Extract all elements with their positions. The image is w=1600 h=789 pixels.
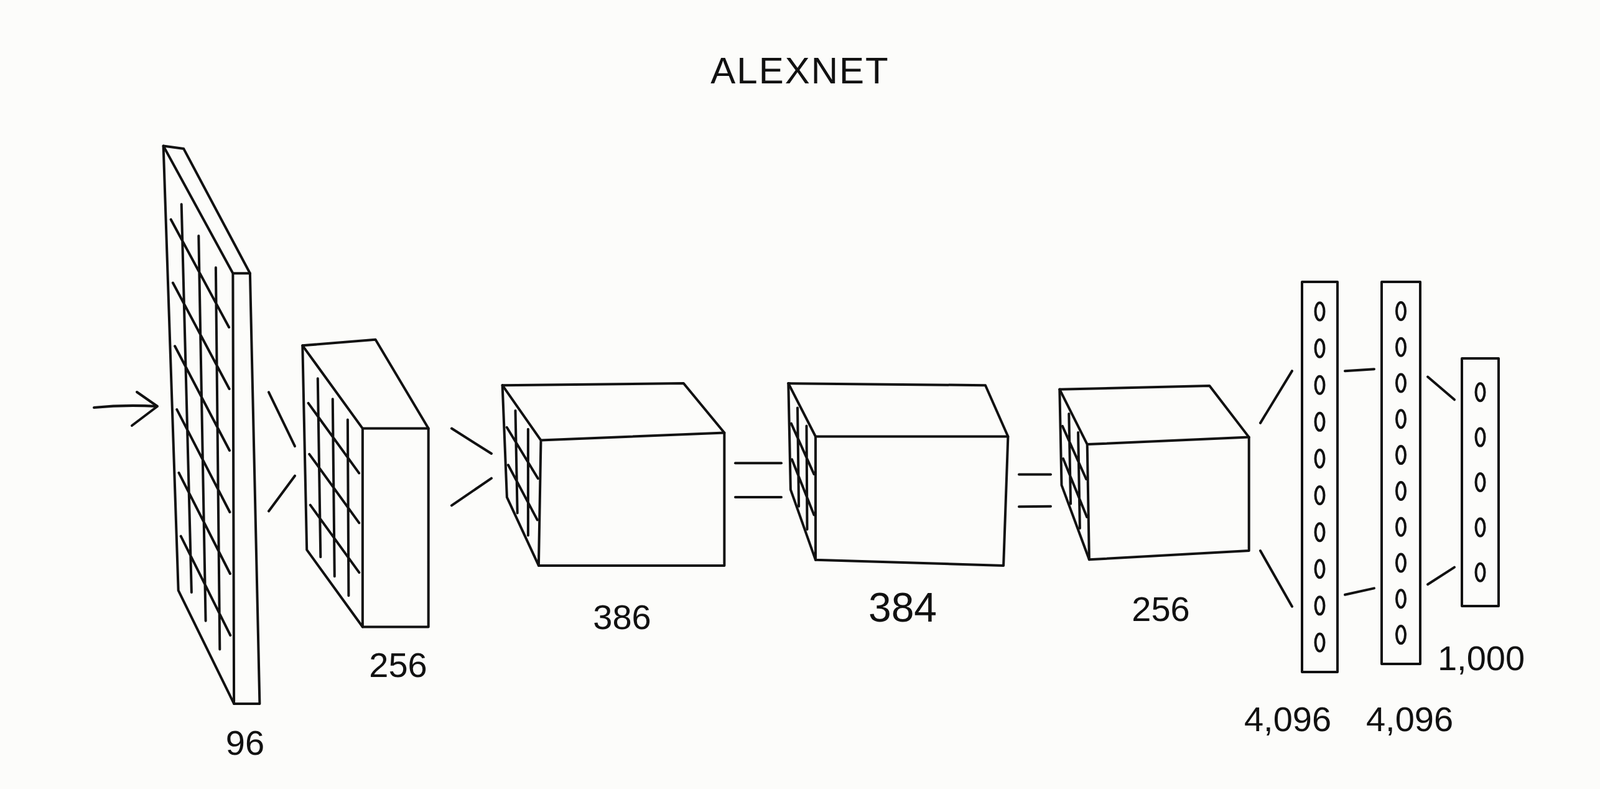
connector-line (1344, 368, 1375, 371)
layer-shape (1300, 280, 1339, 674)
layer-connector (1427, 376, 1455, 585)
layer-shape (1380, 280, 1422, 666)
conv-layer: 96 (158, 143, 266, 710)
layer-size-label: 4,096 (1366, 701, 1454, 737)
connector-line (1427, 567, 1455, 585)
neuron (1315, 302, 1325, 321)
dense-layer: 4,096 (1380, 280, 1422, 666)
connector-line (1018, 505, 1051, 509)
layer-connector (735, 462, 782, 498)
neuron (1396, 409, 1406, 428)
cuboid-edges (163, 146, 251, 704)
layer-size-label: 96 (225, 725, 265, 761)
feature-grid (308, 378, 360, 596)
feature-grid (171, 204, 231, 649)
connector-line (268, 475, 295, 512)
neuron (1476, 518, 1485, 536)
layer-column (1461, 358, 1499, 606)
cuboid-outline (163, 146, 261, 704)
layer-column (1381, 281, 1421, 664)
cuboid-edges (1059, 389, 1249, 560)
layer-shape (301, 336, 445, 633)
neuron (1315, 523, 1325, 541)
neuron (1315, 413, 1325, 431)
neuron (1396, 446, 1406, 464)
title-row: ALEXNET (0, 52, 1600, 90)
layer-connector (268, 391, 295, 511)
conv-layer: 384 (783, 379, 1011, 570)
dense-layer: 1,000 (1460, 357, 1500, 608)
neuron (1396, 518, 1406, 536)
conv-layer: 256 (301, 336, 445, 633)
layer-size-label: 386 (592, 599, 651, 635)
connector-line (1018, 473, 1051, 476)
neuron (1476, 428, 1485, 447)
neuron (1396, 482, 1406, 500)
layer-connector (1344, 368, 1375, 595)
neuron (1315, 339, 1325, 358)
cuboid-edges (302, 345, 428, 627)
cuboid-outline (302, 339, 428, 628)
cuboid-outline (502, 383, 725, 566)
connector-line (1344, 587, 1375, 595)
neuron (1315, 633, 1325, 651)
layer-shape (783, 379, 1011, 570)
input-arrow-shaft (93, 405, 157, 408)
connector-line (451, 478, 492, 506)
neuron (1476, 473, 1485, 491)
neuron (1396, 374, 1406, 392)
cuboid-edges (788, 383, 1008, 560)
connector-line (268, 391, 295, 447)
connector-line (1260, 550, 1293, 607)
conv-layer: 256 (1055, 385, 1253, 563)
connector-line (735, 461, 782, 465)
layer-size-label: 384 (868, 586, 937, 628)
neuron (1396, 554, 1406, 572)
neuron (1396, 625, 1406, 644)
neuron (1476, 383, 1485, 401)
dense-layer: 4,096 (1300, 280, 1339, 674)
neuron (1396, 302, 1406, 320)
layer-connector (1260, 370, 1293, 607)
input-arrow-head (131, 391, 158, 426)
layer-size-label: 256 (368, 647, 427, 683)
neuron (1396, 338, 1406, 356)
layer-connector (451, 428, 492, 506)
conv-layer: 386 (500, 379, 727, 570)
neuron (1315, 486, 1325, 504)
neuron (1315, 376, 1325, 394)
neuron (1315, 596, 1325, 614)
feature-grid (791, 407, 815, 529)
layer-size-label: 4,096 (1244, 701, 1332, 737)
cuboid-outline (788, 383, 1008, 566)
neuron (1315, 559, 1325, 578)
feature-grid (1062, 413, 1087, 529)
neuron (1315, 449, 1325, 468)
neuron (1476, 563, 1485, 582)
layer-shape (500, 379, 727, 570)
layer-column (1302, 281, 1338, 672)
connector-line (1427, 376, 1455, 400)
feature-grid (506, 410, 539, 536)
cuboid-edges (502, 385, 725, 566)
layer-shape (1460, 357, 1500, 608)
neuron (1396, 589, 1406, 608)
diagram-title: ALEXNET (710, 49, 889, 92)
connector-line (1260, 370, 1293, 424)
cuboid-outline (1059, 385, 1249, 560)
layer-shape (1055, 385, 1253, 563)
layer-size-label: 1,000 (1437, 640, 1525, 676)
connector-line (451, 428, 492, 454)
layer-shape (158, 143, 266, 710)
connector-line (735, 495, 782, 499)
layer-size-label: 256 (1131, 591, 1190, 627)
layer-connector (1018, 474, 1051, 507)
